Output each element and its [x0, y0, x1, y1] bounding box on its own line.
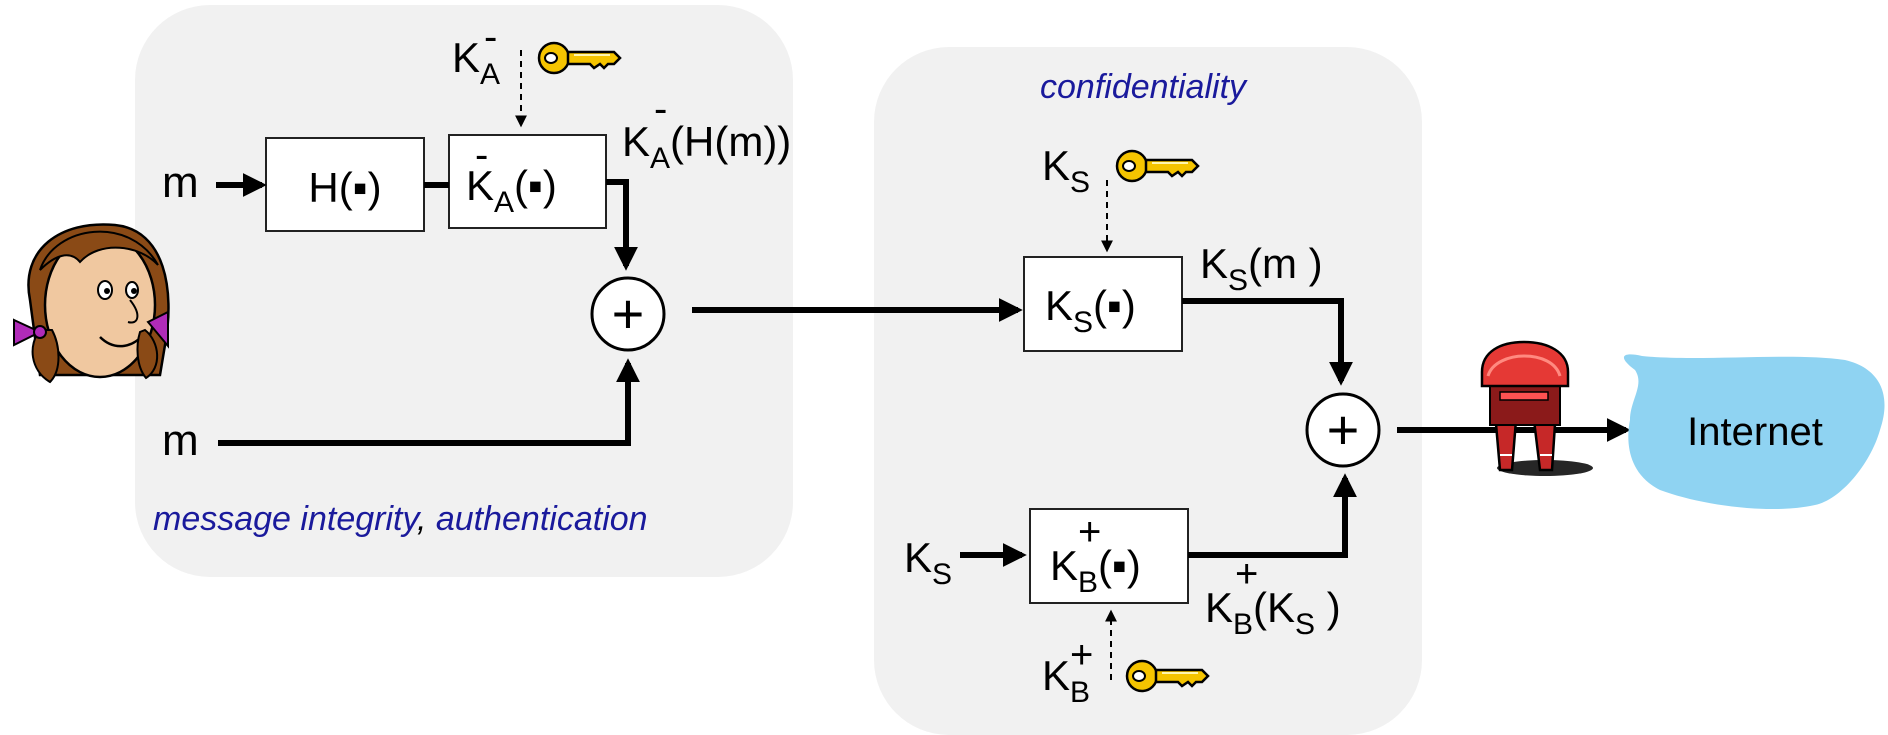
internet-label: Internet: [1687, 410, 1823, 454]
hash-box-label: H(▪): [308, 164, 381, 211]
session-encrypt-box: [1023, 256, 1183, 352]
encrypted-message-label: KS(m ): [1200, 240, 1323, 297]
input-m-top: m: [162, 158, 199, 207]
internet-cloud: Internet: [1623, 354, 1885, 510]
input-session-key: KS: [904, 534, 952, 591]
session-encrypt-label: KS(▪): [1045, 282, 1136, 339]
input-m-bottom: m: [162, 416, 199, 465]
svg-text:+: +: [1327, 398, 1360, 461]
key-label-bob-public: KB: [1042, 652, 1090, 709]
caption-separator: ,: [417, 500, 436, 538]
pubkey-encrypt-box: [1029, 508, 1189, 604]
svg-text:+: +: [612, 282, 645, 345]
key-label-alice-private: KA: [452, 34, 500, 91]
integrity-caption-text: message integrity: [153, 500, 421, 538]
encrypted-session-key-label: KB(KS ): [1205, 584, 1341, 641]
key-label-session: KS: [1042, 142, 1090, 199]
svg-text:+: +: [1078, 510, 1101, 554]
integrity-caption: message integrity, authentication: [153, 500, 648, 538]
svg-text:-: -: [484, 15, 497, 59]
pubkey-encrypt-label: KB(▪): [1050, 542, 1141, 599]
svg-text:-: -: [654, 87, 667, 131]
svg-text:-: -: [475, 133, 488, 177]
integrity-panel: [135, 5, 793, 577]
signed-hash-label: KA(H(m)): [622, 118, 791, 175]
sign-box: [448, 134, 607, 229]
authentication-caption-text: authentication: [436, 500, 648, 538]
alice-avatar-icon: [13, 223, 170, 384]
xor-confidentiality: +: [1305, 392, 1381, 468]
svg-text:+: +: [1235, 552, 1258, 596]
confidentiality-panel: [874, 47, 1422, 735]
confidentiality-caption: confidentiality: [1040, 68, 1248, 106]
sign-box-label: KA(▪): [466, 162, 557, 219]
svg-text:+: +: [1070, 633, 1093, 677]
mailbox-icon: [1480, 340, 1593, 476]
xor-integrity: +: [590, 276, 666, 352]
